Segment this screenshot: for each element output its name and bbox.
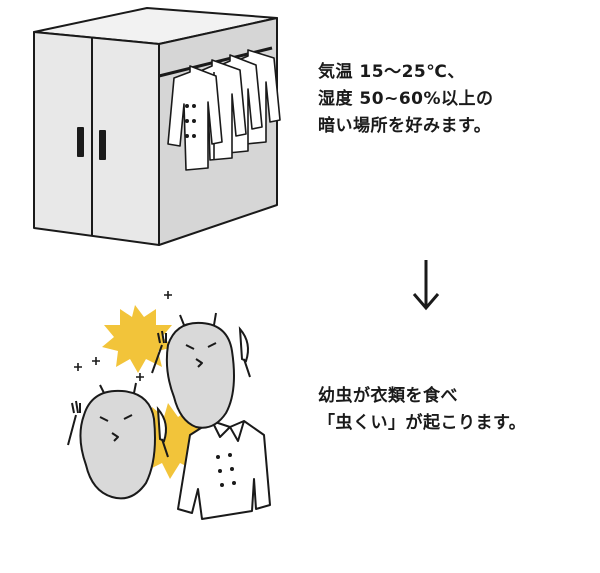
down-arrow-icon	[412, 260, 440, 311]
closet-front	[33, 31, 160, 246]
closet-illustration	[33, 7, 281, 246]
burst-icon	[102, 305, 174, 373]
hanging-clothes-icon	[167, 49, 281, 171]
damage-caption: 幼虫が衣類を食べ 「虫くい」が起こります。	[318, 383, 526, 437]
door-handle-right	[99, 130, 106, 160]
sparkle-marks	[74, 291, 172, 381]
conditions-line-2: 湿度 50~60%以上の	[318, 89, 494, 109]
larvae-illustration	[67, 291, 271, 520]
knife-icon-2	[156, 406, 169, 458]
conditions-line-3: 暗い場所を好みます。	[318, 116, 492, 136]
conditions-line-1: 気温 15〜25℃、	[318, 62, 465, 82]
conditions-caption: 気温 15〜25℃、 湿度 50~60%以上の 暗い場所を好みます。	[318, 59, 494, 140]
door-handle-left	[77, 127, 84, 157]
coat-icon	[177, 420, 271, 520]
knife-icon	[238, 326, 251, 378]
larva-icon-2	[79, 382, 156, 500]
fork-icon	[151, 330, 167, 374]
larva-icon	[165, 312, 235, 429]
damage-line-2: 「虫くい」が起こります。	[318, 413, 527, 433]
damage-line-1: 幼虫が衣類を食べ	[318, 386, 458, 406]
fork-icon-2	[67, 400, 81, 446]
